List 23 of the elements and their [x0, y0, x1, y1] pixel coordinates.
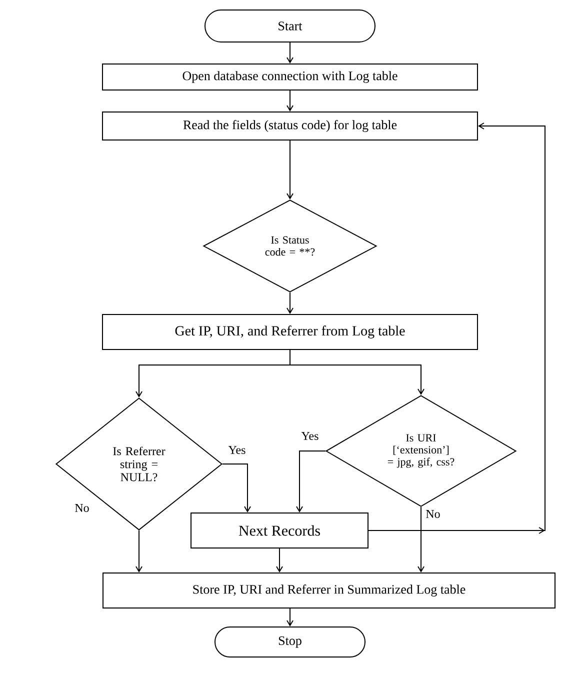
process-box: Read the fields (status code) for log table [102, 112, 478, 140]
process-box: Open database connection with Log table [102, 64, 478, 90]
edge-label: Yes [300, 431, 320, 441]
arrow [286, 140, 294, 200]
edge-label: No [424, 509, 442, 519]
process-box: Store IP, URI and Referrer in Summarized Log table [102, 572, 556, 608]
start-terminal: Start [204, 10, 376, 42]
stop-terminal: Stop [214, 626, 366, 658]
arrow [286, 292, 294, 314]
arrow [368, 122, 546, 534]
arrow [286, 90, 294, 112]
arrow [290, 350, 424, 395]
edge-label: Yes [227, 445, 247, 455]
arrow [286, 42, 294, 64]
arrow [136, 530, 142, 572]
arrow [418, 506, 424, 572]
arrow [222, 464, 251, 512]
arrow [286, 608, 294, 627]
process-box: Get IP, URI, and Referrer from Log table [102, 314, 478, 350]
edge-label: No [74, 503, 90, 513]
process-box: Next Records [190, 512, 368, 548]
arrow [276, 548, 283, 572]
arrow [296, 450, 326, 512]
